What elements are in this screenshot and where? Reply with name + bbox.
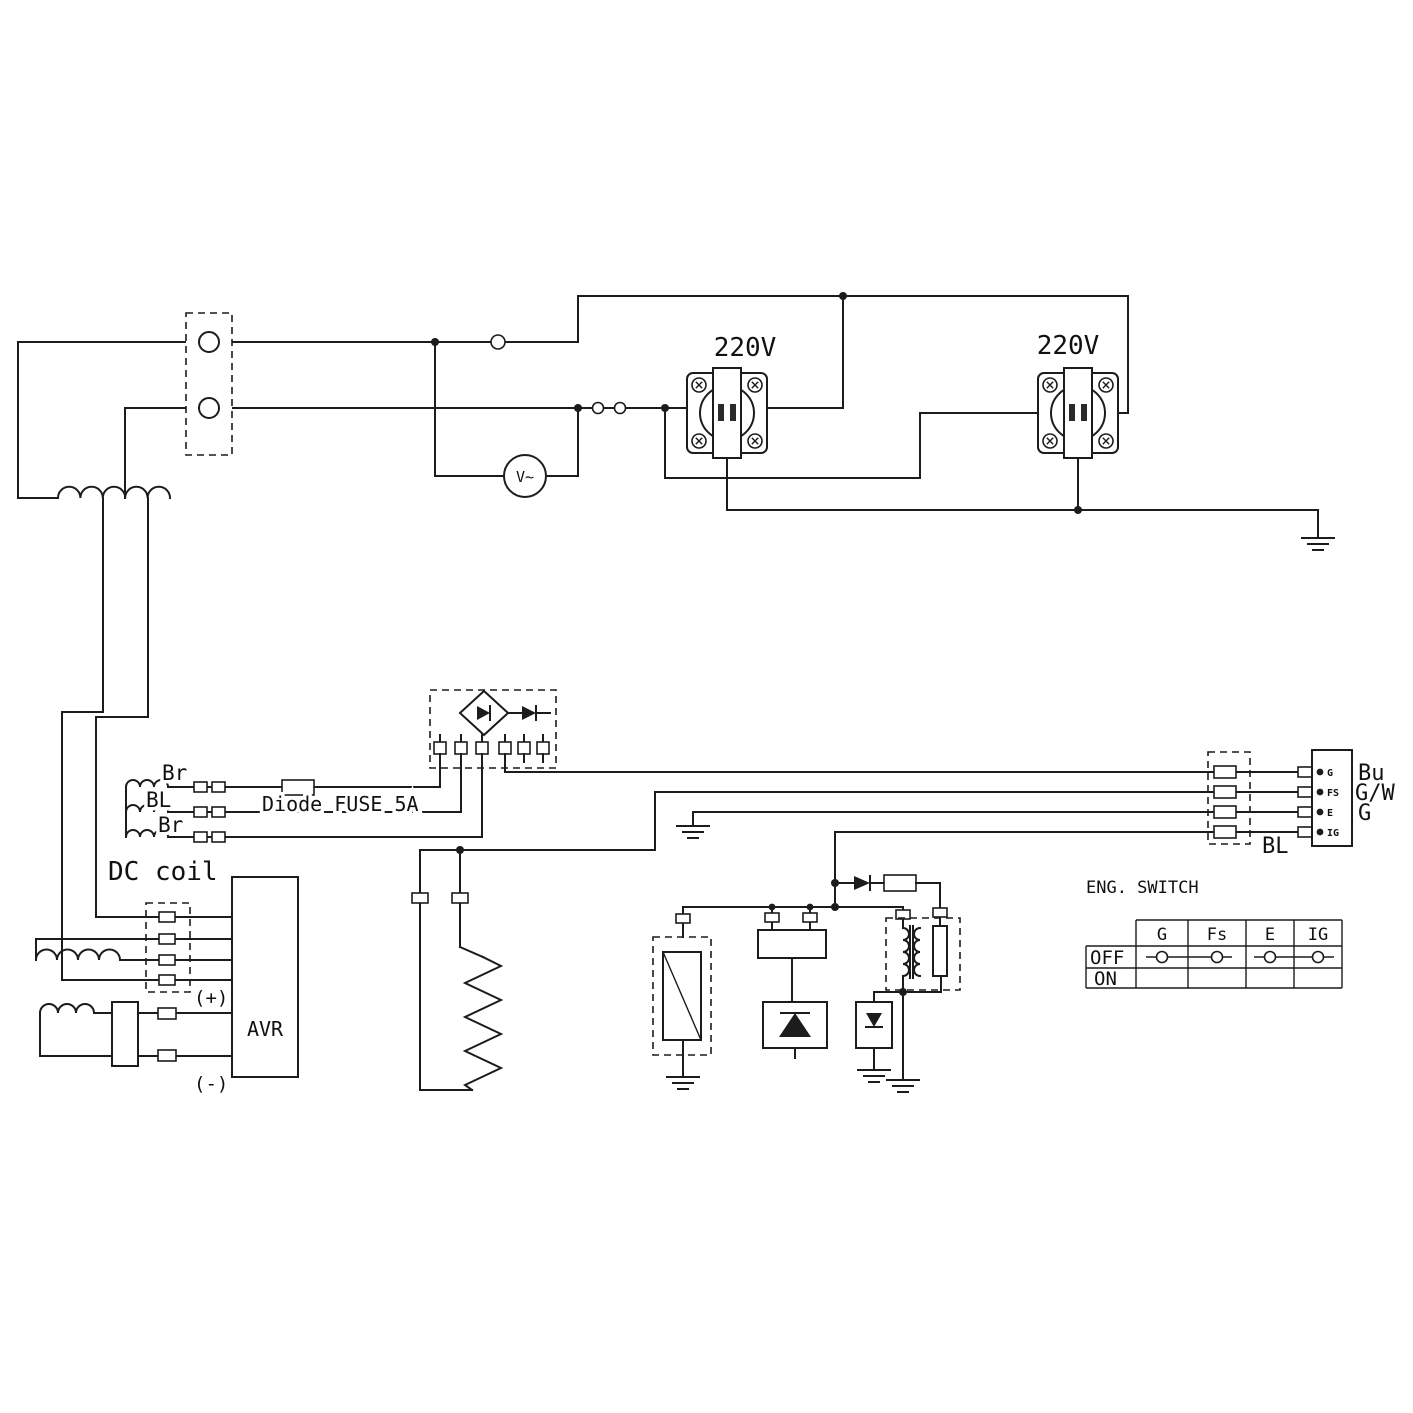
wire-color-g: G (1358, 801, 1371, 826)
avr-section: DC coil AVR (+) (-) (34, 857, 299, 1099)
switch-col-ig: IG (1308, 925, 1328, 945)
breaker-block (185, 312, 233, 456)
rectifier (429, 689, 557, 838)
connector-pin-ig: IG (1327, 828, 1339, 839)
earth-ground-icon (1301, 537, 1335, 551)
voltmeter-label: V~ (516, 468, 534, 486)
winding-top-label: Br (162, 761, 187, 785)
diode-fuse (281, 779, 315, 796)
winding-bot-label: Br (158, 813, 183, 837)
outlet-2-voltage-label: 220V (1037, 331, 1100, 361)
exciter-unit (757, 929, 828, 1059)
inline-breaker (490, 334, 506, 350)
avr-minus-label: (-) (194, 1073, 228, 1095)
spark-plug (411, 849, 504, 1092)
harness-wires (419, 771, 1211, 854)
avr-plus-label: (+) (194, 987, 228, 1009)
outlet-1: 220V (687, 333, 776, 458)
wire-color-gw: G/W (1355, 781, 1395, 806)
switch-off-contacts (1146, 950, 1334, 964)
coil-ground-icon-b (886, 1079, 920, 1093)
switch-col-g: G (1157, 925, 1167, 945)
rectifier-pins (433, 734, 550, 838)
engine-switch: ENG. SWITCH G Fs E IG OFF ON (1085, 878, 1343, 990)
dc-fuse (111, 1001, 139, 1067)
connector-block (1311, 749, 1353, 847)
ignition-coil (855, 917, 961, 1079)
switch-row-on: ON (1094, 968, 1117, 990)
main-coil (56, 485, 172, 981)
wire-color-bl: BL (1262, 834, 1289, 859)
avr-box (231, 876, 299, 1078)
connector-pin-e: E (1327, 808, 1333, 819)
avr-label: AVR (247, 1017, 284, 1041)
avr-connector-box (145, 902, 191, 993)
switch-col-fs: Fs (1207, 925, 1227, 945)
coil-ground-icon-a (857, 1069, 891, 1083)
fuse-label: Diode FUSE 5A (262, 792, 419, 816)
harness-ground-icon (676, 825, 710, 839)
engine-switch-title: ENG. SWITCH (1086, 878, 1199, 898)
inline-connector-b (613, 401, 627, 415)
voltmeter: V~ (503, 454, 547, 498)
outlet-1-voltage-label: 220V (714, 333, 777, 363)
cdi-unit (652, 936, 712, 1076)
switch-col-e: E (1265, 925, 1275, 945)
connector-pin-fs: FS (1327, 788, 1339, 799)
charging-diode (883, 874, 917, 892)
inline-connector-a (591, 401, 605, 415)
dc-coil-label: DC coil (108, 857, 218, 887)
ignition-bus (675, 831, 948, 938)
winding-mid-label: BL (146, 788, 171, 812)
wire-color-bu: Bu (1358, 761, 1385, 786)
charge-windings: Br BL Br Diode FUSE 5A (124, 758, 483, 843)
engine-connector: G FS E IG Bu G/W G BL (1207, 749, 1395, 859)
cdi-ground-icon (666, 1076, 700, 1090)
generator-output-wires (17, 292, 1319, 537)
connector-pin-g: G (1327, 768, 1333, 779)
outlet-2: 220V (1037, 331, 1118, 458)
switch-row-off: OFF (1090, 947, 1124, 969)
